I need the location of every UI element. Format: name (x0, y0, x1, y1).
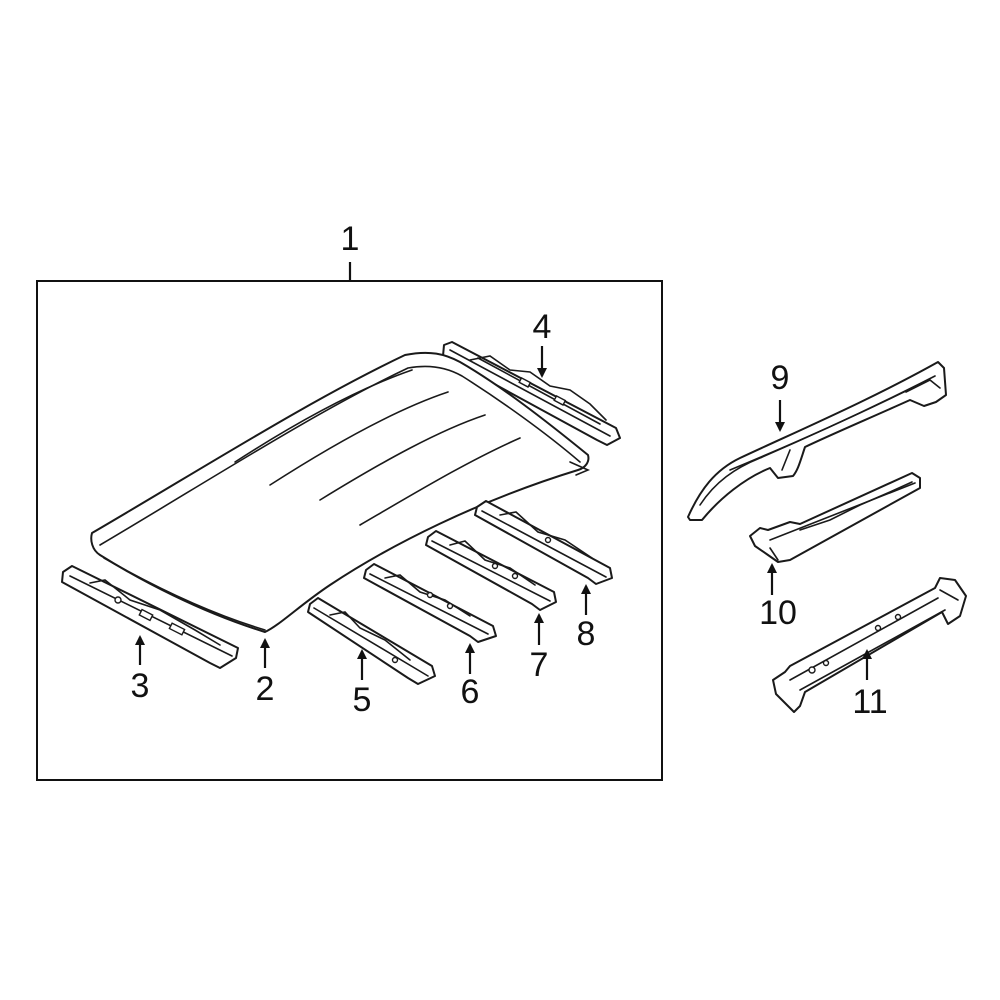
rear-header-rail (61, 565, 239, 669)
roof-bow-8 (474, 500, 613, 585)
roof-side-rail (687, 361, 947, 521)
callout-5: 5 (353, 681, 372, 719)
callout-7: 7 (530, 646, 549, 684)
callout-6: 6 (461, 673, 480, 711)
roof-bow-6 (363, 563, 497, 643)
roof-bow-5 (307, 597, 436, 685)
callout-9: 9 (771, 359, 790, 397)
callout-11: 11 (852, 683, 887, 721)
callout-8: 8 (577, 615, 596, 653)
callout-3: 3 (131, 667, 150, 705)
callout-1: 1 (341, 220, 360, 258)
roof-rail-reinforcement (772, 577, 967, 713)
inner-side-rail (749, 472, 921, 563)
callout-2: 2 (256, 670, 275, 708)
callout-4: 4 (533, 308, 552, 346)
roof-panel (90, 351, 591, 633)
callout-10: 10 (759, 594, 797, 632)
roof-bow-7 (425, 530, 557, 611)
